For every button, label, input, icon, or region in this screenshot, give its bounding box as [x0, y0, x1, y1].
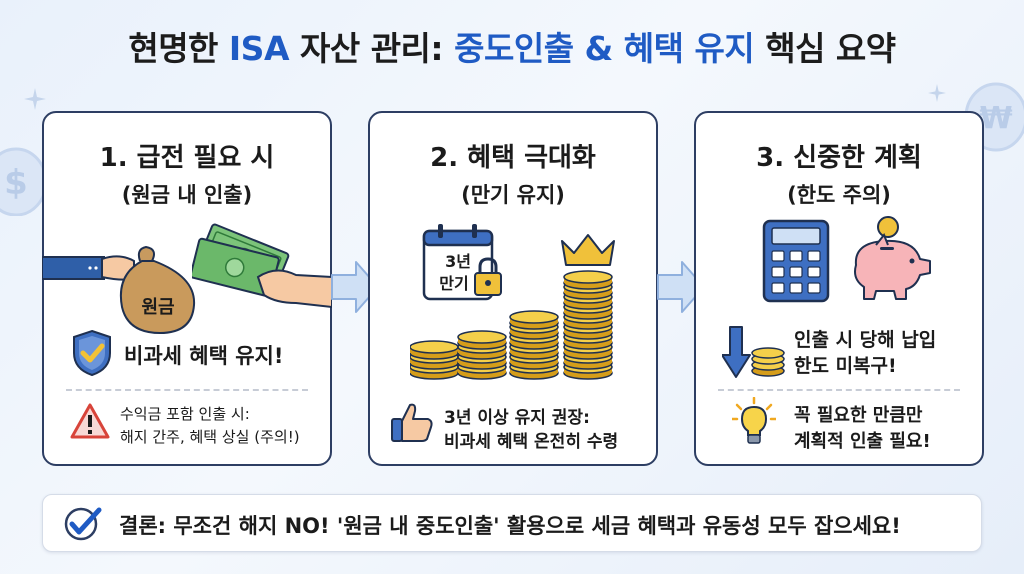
tip-line1: 꼭 필요한 만큼만 [794, 405, 923, 426]
bag-label: 원금 [141, 297, 174, 318]
card-maturity: 2. 혜택 극대화 (만기 유지) 3년 만기 3년 이상 유지 권장: 비과세… [368, 111, 658, 466]
calendar-text: 3년 [445, 252, 471, 271]
divider [66, 389, 308, 391]
checkmark-icon [64, 507, 102, 541]
card-subtitle: (한도 주의) [787, 183, 891, 207]
card-title: 2. 혜택 극대화 [430, 143, 596, 173]
title-text: 현명한 [128, 29, 229, 68]
right-arrow-icon [331, 261, 379, 313]
calendar-lock-icon: 3년 만기 [422, 224, 502, 301]
calendar-text: 만기 [439, 274, 468, 293]
lightbulb-icon [732, 397, 776, 444]
card-withdrawal: 1. 급전 필요 시 (원금 내 인출) 원금 비과세 혜택 유지! [42, 111, 332, 466]
svg-text:₩: ₩ [979, 101, 1012, 136]
divider [718, 389, 960, 391]
money-bag-icon: 원금 [42, 245, 196, 335]
conclusion-text: 결론: 무조건 해지 NO! '원금 내 중도인출' 활용으로 세금 혜택과 유… [119, 514, 901, 538]
conclusion-banner: 결론: 무조건 해지 NO! '원금 내 중도인출' 활용으로 세금 혜택과 유… [42, 494, 982, 552]
cash-icon [192, 223, 332, 309]
coin-stack-icon [410, 234, 615, 380]
dollar-coin-icon: $ [0, 147, 48, 216]
card-subtitle: (만기 유지) [461, 183, 565, 207]
coin [457, 330, 507, 350]
card-planning: 3. 신중한 계획 (한도 주의) 인출 시 당해 납입 한도 미복구! [694, 111, 984, 466]
sparkle-icon [24, 88, 46, 110]
warning-line2: 해지 간주, 혜택 상실 (주의!) [120, 428, 300, 446]
benefit-text: 비과세 혜택 유지! [124, 344, 284, 368]
calculator-icon [762, 219, 830, 303]
right-arrow-icon [657, 261, 705, 313]
tip-line2: 계획적 인출 필요! [794, 431, 931, 452]
piggy-bank-icon [854, 216, 931, 300]
tip-line2: 비과세 혜택 온전히 수령 [444, 432, 619, 452]
note-line1: 인출 시 당해 납입 [794, 329, 937, 351]
coin [410, 340, 459, 360]
title-highlight: ISA [228, 29, 290, 68]
card-subtitle: (원금 내 인출) [121, 183, 253, 207]
card-title: 1. 급전 필요 시 [99, 143, 275, 173]
svg-text:$: $ [4, 163, 28, 203]
sparkle-icon [928, 84, 946, 102]
note-line2: 한도 미복구! [794, 355, 897, 377]
card-title: 3. 신중한 계획 [756, 143, 922, 173]
thumbs-up-icon [391, 403, 433, 442]
warning-line1: 수익금 포함 인출 시: [120, 405, 250, 423]
down-arrow-coins-icon [722, 326, 785, 378]
warning-icon [70, 403, 110, 439]
coin [563, 270, 613, 290]
title-highlight: 중도인출 & 혜택 유지 [454, 29, 755, 68]
title-text: 자산 관리: [289, 29, 455, 68]
title-text: 핵심 요약 [754, 29, 896, 68]
coin [509, 310, 559, 330]
crown-icon [561, 234, 615, 266]
tip-line1: 3년 이상 유지 권장: [444, 408, 590, 428]
page-title: 현명한 ISA 자산 관리: 중도인출 & 혜택 유지 핵심 요약 [0, 22, 1024, 70]
shield-check-icon [73, 329, 111, 377]
